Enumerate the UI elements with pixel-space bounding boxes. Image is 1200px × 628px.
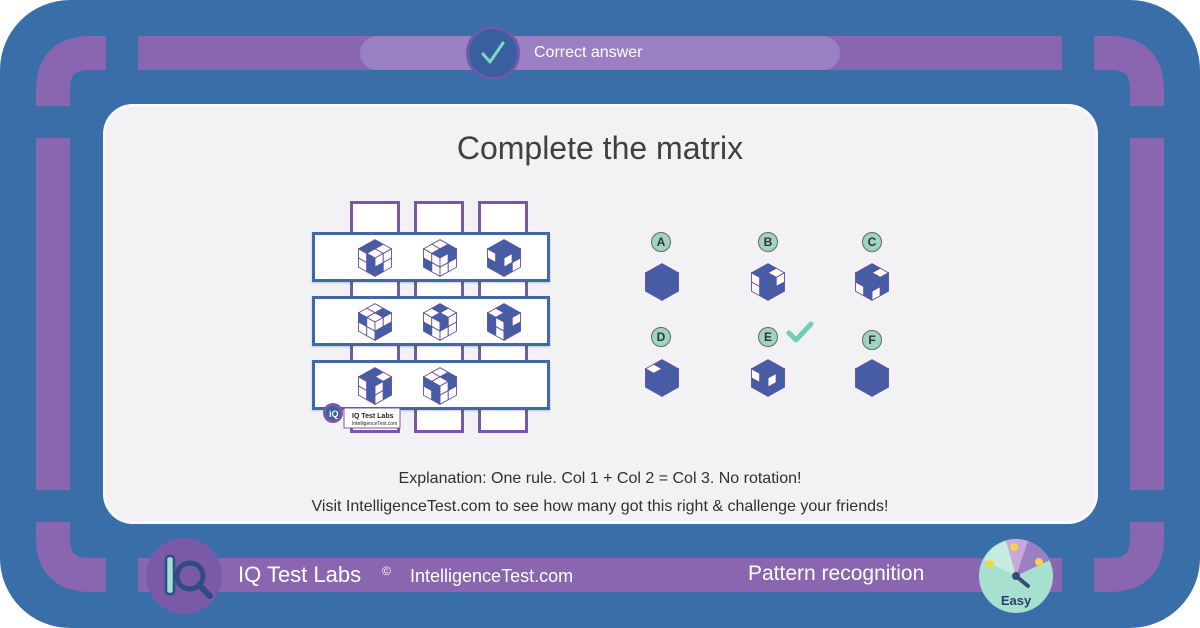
matrix-cube [357,239,393,278]
matrix-cube [422,367,458,406]
difficulty-gauge-icon: Easy [979,539,1053,613]
matrix-cube [486,239,522,278]
matrix-cube [357,367,393,406]
watermark-name: IQ Test Labs [352,413,394,420]
cube-tile [447,385,457,401]
option-e-letter[interactable]: E [758,327,778,347]
option-b-cube[interactable] [746,260,790,304]
option-a-cube[interactable] [640,260,684,304]
magnifier-icon [164,554,213,599]
cube-tile [879,281,889,297]
correct-answer-pill [360,36,840,70]
cube-tile [447,321,457,337]
frame-bar-right [1130,138,1164,490]
iq-logo [146,538,222,614]
option-f-cube[interactable] [850,356,894,400]
cube-tile [669,377,679,393]
option-f-letter[interactable]: F [862,330,882,350]
matrix-cube [357,303,393,342]
correct-check-icon [786,321,814,343]
cube-tile [669,281,679,297]
frame-bar-bottom [138,558,1062,592]
option-b-letter[interactable]: B [758,232,778,252]
cube-tile [382,385,392,401]
cube-tile [775,377,785,393]
cube-tile [879,377,889,393]
option-c-letter[interactable]: C [862,232,882,252]
cube-tile [447,257,457,273]
visit-text: Visit IntelligenceTest.com to see how ma… [311,498,889,515]
option-c-cube[interactable] [850,260,894,304]
correct-check-badge [466,26,520,80]
explanation-text: Explanation: One rule. Col 1 + Col 2 = C… [398,470,802,487]
option-d-cube[interactable] [640,356,684,400]
cube-tile [382,257,392,273]
footer-site-link[interactable]: IntelligenceTest.com [410,566,574,586]
footer-category: Pattern recognition [748,562,925,585]
check-icon [481,41,505,64]
matrix-cube [422,303,458,342]
option-a-letter[interactable]: A [651,232,671,252]
frame-bar-left [36,138,70,490]
page-title: Complete the matrix [456,130,744,166]
cube-tile [775,281,785,297]
footer-copyright: © [382,564,391,578]
svg-text:iQ: iQ [329,409,339,419]
option-e-cube[interactable] [746,356,790,400]
footer-brand: IQ Test Labs [238,562,362,587]
option-d-letter[interactable]: D [651,327,671,347]
difficulty-label: Easy [1001,593,1032,608]
cube-tile [511,257,521,273]
correct-answer-label: Correct answer [534,44,643,61]
cube-tile [382,321,392,337]
matrix-cube [486,303,522,342]
watermark-site: IntelligenceTest.com [352,421,397,427]
watermark-logo: iQ IQ Test Labs IntelligenceTest.com [323,403,401,429]
cube-tile [511,321,521,337]
question-card [103,104,1098,524]
matrix-cube [422,239,458,278]
